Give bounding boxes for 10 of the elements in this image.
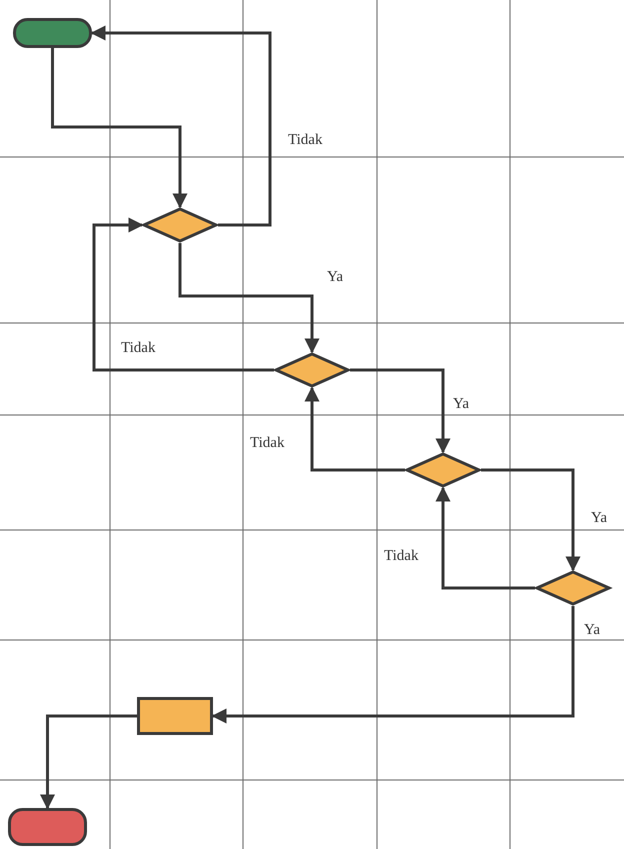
arrow xyxy=(90,26,272,226)
arrow xyxy=(51,48,188,208)
arrow xyxy=(304,386,405,472)
arrow xyxy=(92,218,274,372)
arrow xyxy=(178,243,320,354)
arrow xyxy=(436,486,535,590)
arrow xyxy=(350,368,450,454)
arrow xyxy=(40,714,137,810)
arrow xyxy=(212,606,574,724)
arrow xyxy=(481,468,580,572)
